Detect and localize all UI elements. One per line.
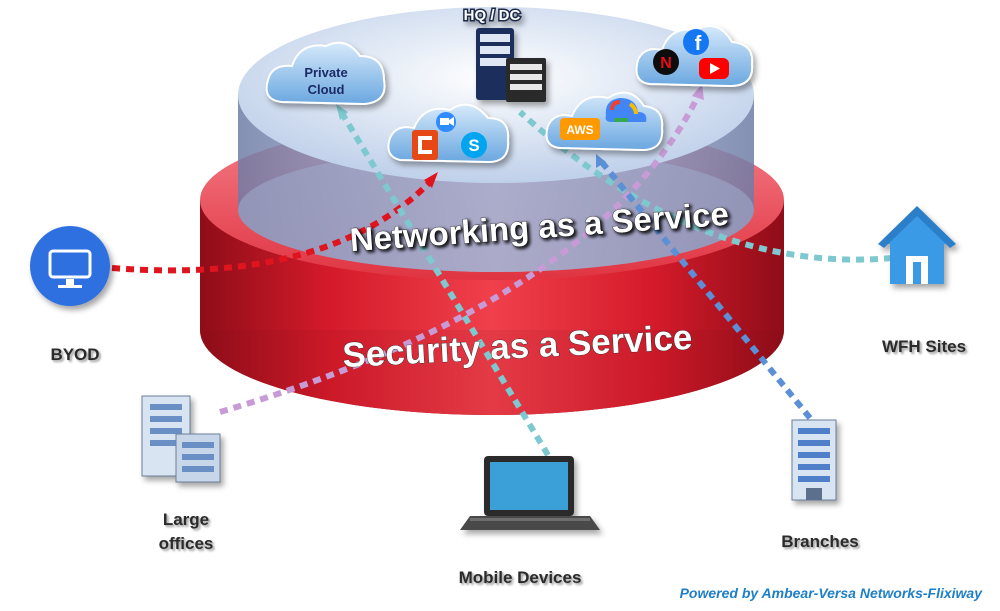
branches-label: Branches bbox=[781, 532, 859, 551]
hq-dc-label: HQ / DC bbox=[464, 7, 521, 24]
youtube-icon bbox=[699, 58, 729, 79]
public-cloud-node: AWS bbox=[545, 91, 664, 152]
wfh-label: WFH Sites bbox=[881, 337, 967, 356]
hq-dc-node: HQ / DC bbox=[462, 6, 546, 102]
flow-mobile-to-private-cloud bbox=[337, 108, 551, 457]
arrowhead-blue bbox=[596, 154, 606, 168]
saas-apps-cloud: S bbox=[387, 103, 510, 164]
server-rack-icon bbox=[476, 28, 546, 102]
mobile-devices-endpoint bbox=[460, 456, 600, 530]
arrowhead-red bbox=[424, 172, 438, 188]
netflix-icon: N bbox=[653, 49, 679, 75]
monitor-icon bbox=[30, 226, 110, 306]
office365-icon bbox=[412, 130, 438, 160]
cloud-shape bbox=[265, 41, 386, 106]
social-media-cloud: N f bbox=[635, 25, 754, 88]
google-cloud-icon bbox=[605, 98, 647, 122]
skype-icon: S bbox=[461, 132, 487, 158]
aws-label: AWS bbox=[566, 123, 593, 137]
powered-by-footer: Powered by Ambear-Versa Networks-Flixiwa… bbox=[679, 585, 982, 601]
flow-lines bbox=[111, 90, 893, 457]
skype-letter: S bbox=[468, 136, 479, 155]
mobile-devices-label: Mobile Devices bbox=[458, 568, 582, 587]
flow-arrowheads bbox=[336, 84, 704, 188]
office-building-icon bbox=[141, 395, 221, 483]
private-cloud-node: Private Cloud bbox=[265, 41, 386, 106]
large-offices-label: Large offices bbox=[138, 508, 234, 556]
private-cloud-line1: Private bbox=[304, 65, 347, 80]
branches-endpoint bbox=[791, 419, 837, 501]
arrowhead-teal-private bbox=[336, 104, 348, 120]
branch-building-icon bbox=[791, 419, 837, 501]
laptop-icon bbox=[460, 456, 600, 530]
netflix-letter: N bbox=[660, 55, 672, 72]
large-offices-line1: Large bbox=[162, 510, 210, 529]
flow-offices-to-social bbox=[219, 90, 703, 415]
facebook-icon: f bbox=[683, 29, 709, 55]
byod-label: BYOD bbox=[50, 345, 100, 364]
aws-icon: AWS bbox=[560, 118, 600, 140]
zoom-icon bbox=[436, 112, 456, 132]
house-icon bbox=[878, 206, 956, 284]
byod-endpoint bbox=[30, 226, 110, 306]
wfh-endpoint bbox=[878, 206, 956, 284]
large-offices-endpoint bbox=[141, 395, 221, 483]
facebook-letter: f bbox=[695, 33, 702, 55]
private-cloud-line2: Cloud bbox=[308, 82, 345, 97]
large-offices-line2: offices bbox=[158, 534, 214, 553]
arrowhead-violet bbox=[692, 84, 704, 100]
